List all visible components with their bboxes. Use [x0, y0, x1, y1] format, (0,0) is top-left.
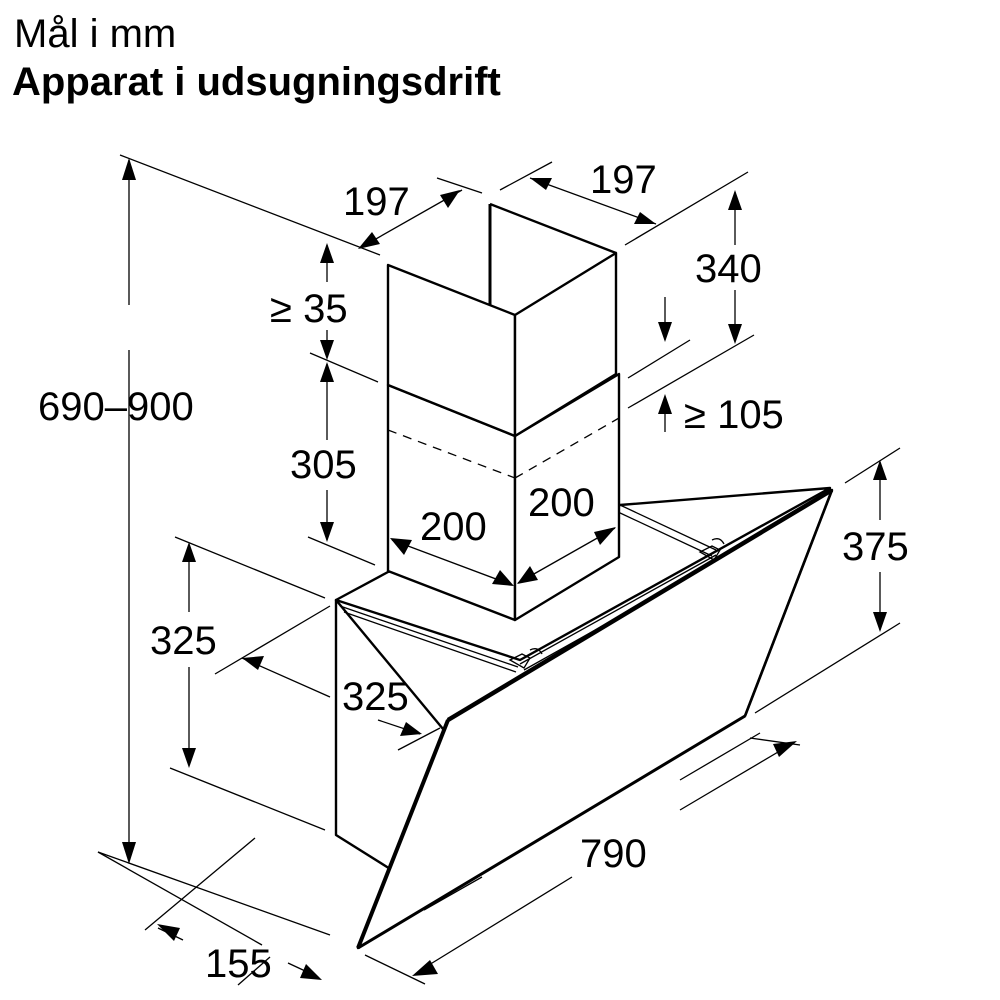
- label-glass-panel-height: 375: [842, 525, 909, 569]
- dim-glass-panel-height: [754, 447, 901, 714]
- label-chimney-top-width: 197: [590, 158, 657, 202]
- dim-lower-chimney-depth: [517, 527, 616, 584]
- unit-label: Mål i mm: [14, 12, 177, 56]
- dim-overlap-min: [627, 297, 691, 432]
- dim-lower-chimney-height: [307, 362, 376, 566]
- dim-chimney-top-depth: [358, 177, 483, 249]
- label-lower-chimney-height: 305: [290, 443, 357, 487]
- dim-body-height: [169, 536, 326, 831]
- dim-chimney-top-width: [499, 161, 749, 246]
- label-top-clearance: ≥ 35: [270, 287, 348, 331]
- upper-chimney: [386, 202, 618, 438]
- dim-top-clearance: [309, 243, 379, 383]
- dim-hood-width: [364, 732, 801, 985]
- label-chimney-top-depth: 197: [343, 180, 410, 224]
- lower-chimney: [386, 372, 621, 622]
- dim-bottom-depth: [97, 837, 322, 986]
- label-hood-width: 790: [580, 832, 647, 876]
- dim-upper-chimney-height: [627, 190, 755, 409]
- label-overlap-min: ≥ 105: [684, 393, 784, 437]
- label-lower-chimney-width: 200: [420, 505, 487, 549]
- label-body-depth: 325: [342, 675, 409, 719]
- glass-panel: [356, 488, 834, 950]
- dim-total-height: [97, 154, 381, 936]
- label-lower-chimney-depth: 200: [528, 481, 595, 525]
- label-body-height: 325: [150, 619, 217, 663]
- label-upper-chimney-height: 340: [695, 247, 762, 291]
- label-total-height: 690–900: [38, 385, 194, 429]
- page-title: Apparat i udsugningsdrift: [12, 60, 501, 104]
- dim-lower-chimney-width: [390, 538, 514, 586]
- dim-body-depth: [214, 605, 441, 751]
- label-bottom-depth: 155: [205, 942, 272, 986]
